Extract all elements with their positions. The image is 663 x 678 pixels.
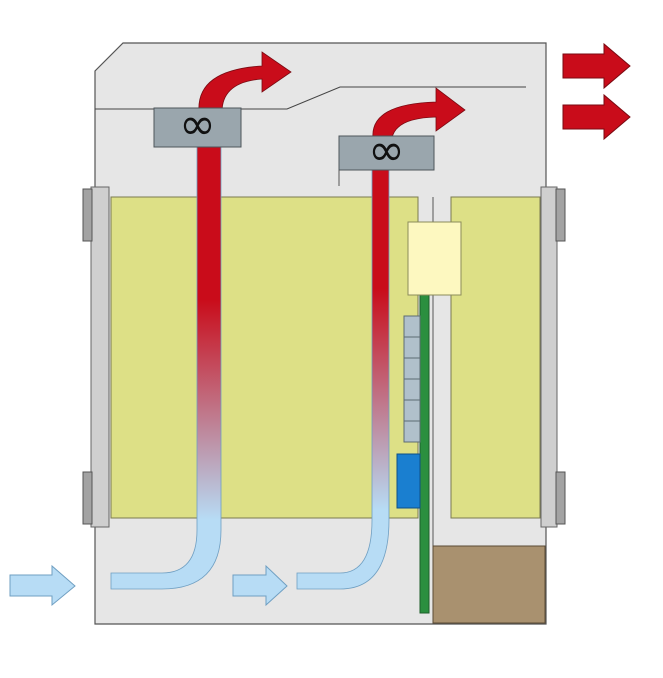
left-rail [90,186,110,528]
hot-exhaust-arrow-right [372,87,466,139]
right-clip-bottom [555,471,566,525]
component-chip-5 [403,399,421,422]
component-chip-4 [403,378,421,401]
airflow-channel-right [296,169,390,590]
module-right [450,196,541,519]
cool-inlet-arrow-inner [232,564,288,607]
component-chip-1 [403,315,421,338]
component-chip-3 [403,357,421,380]
component-chip-2 [403,336,421,359]
hot-outlet-arrow-top [562,42,631,90]
pcb-board [419,292,430,614]
component-blue [396,453,421,509]
airflow-channel-left [110,139,222,590]
left-clip-top [82,188,93,242]
fan-top-right [338,135,435,171]
fan-symbol-left: ∞ [179,99,216,150]
component-light-yellow [407,221,462,296]
left-clip-bottom [82,471,93,525]
right-rail [540,186,558,528]
fan-top-left [153,107,242,148]
module-left [110,196,419,519]
component-chip-6 [403,420,421,443]
right-clip-top [555,188,566,242]
fan-symbol-right: ∞ [368,125,405,176]
hot-exhaust-arrow-left [198,51,292,113]
hot-outlet-arrow-bottom [562,93,631,141]
cool-inlet-arrow-outer [9,564,76,607]
brown-block [432,545,546,624]
